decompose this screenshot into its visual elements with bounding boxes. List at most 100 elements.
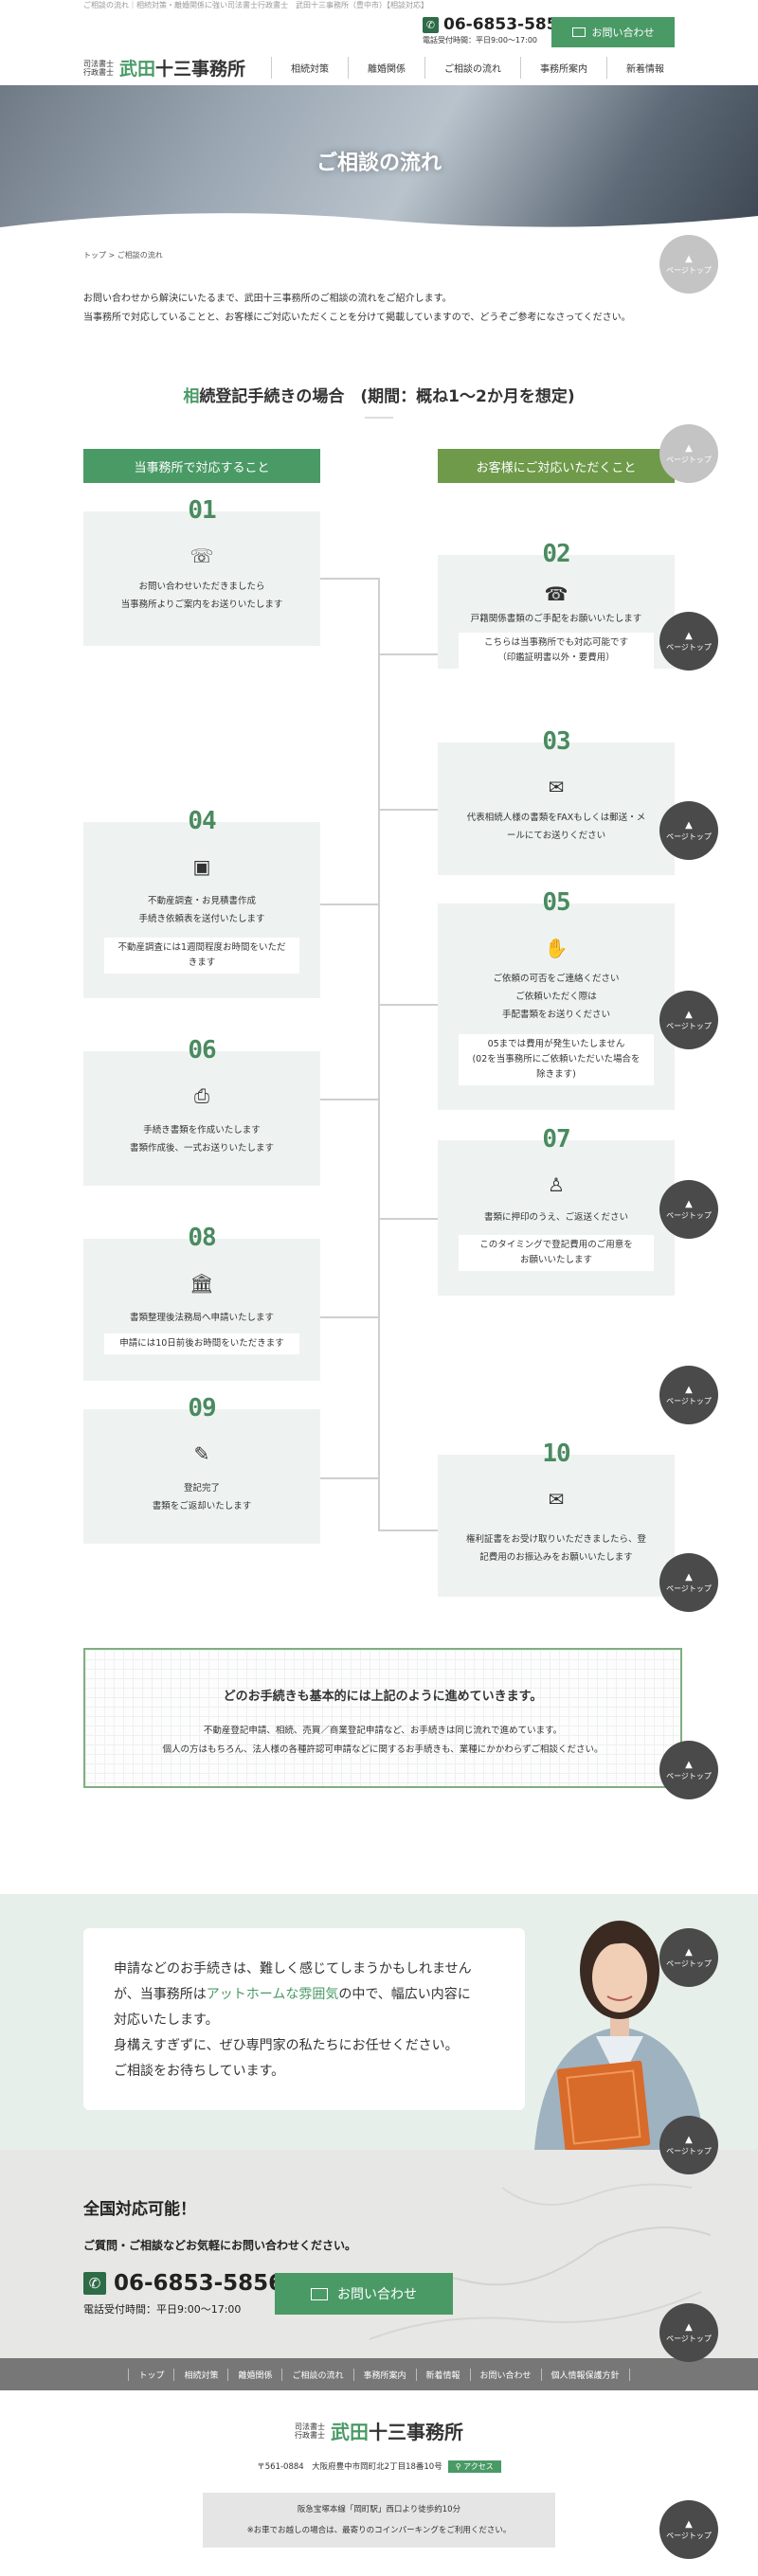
page-top-button[interactable]: ▲ページトップ (659, 1741, 718, 1799)
nav-item-flow[interactable]: ご相談の流れ (424, 57, 520, 79)
footer-link-top[interactable]: トップ (128, 2368, 173, 2381)
flow-connector (378, 809, 438, 811)
arrow-up-icon: ▲ (685, 1947, 693, 1958)
footer-link-flow[interactable]: ご相談の流れ (281, 2368, 352, 2381)
page-top-button[interactable]: ▲ページトップ (659, 1553, 718, 1612)
contact-title: 全国対応可能！ (83, 2200, 196, 2219)
step-number: 10 (542, 1440, 570, 1468)
highlight-text: アットホームな雰囲気 (206, 1987, 339, 2002)
step-note: 不動産調査には1週間程度お時間をいただ きます (104, 938, 299, 974)
flow-step-08: 08 🏛 書類整理後法務局へ申請いたします 申請には10日前後お時間をいただきま… (83, 1224, 320, 1381)
flow-connector (378, 1218, 438, 1220)
intro-text: お問い合わせから解決にいたるまで、武田十三事務所のご相談の流れをご紹介します。 … (83, 294, 631, 323)
footer-link-news[interactable]: 新着情報 (415, 2368, 470, 2381)
printer-icon: ⎙ (194, 1084, 209, 1107)
staff-photo (534, 1921, 705, 2150)
step-number: 08 (188, 1224, 216, 1252)
site-description: ご相談の流れ｜相続対策・離婚関係に強い司法書士行政書士 武田十三事務所（豊中市）… (83, 1, 428, 9)
flow-step-01: 01 ☏ お問い合わせいただきましたら 当事務所よりご案内をお送りいたします (83, 496, 320, 646)
arrow-up-icon: ▲ (685, 1385, 693, 1395)
logo-name: 武田十三事務所 (119, 59, 246, 80)
step-text: 代表相続人様の書類をFAXもしくは郵送・メ ールにてお送りください (466, 813, 646, 841)
page-top-button[interactable]: ▲ページトップ (659, 424, 718, 483)
document-icon: ✉ (548, 1488, 565, 1511)
step-text: 手続き書類を作成いたします 書類作成後、一式お送りいたします (129, 1125, 274, 1154)
arrow-up-icon: ▲ (685, 631, 693, 641)
page-top-button[interactable]: ▲ページトップ (659, 2116, 718, 2174)
step-note: このタイミングで登記費用のご用意を お願いいたします (459, 1235, 654, 1271)
page-top-button[interactable]: ▲ページトップ (659, 2303, 718, 2362)
footer-logo[interactable]: 司法書士行政書士 武田十三事務所 (295, 2421, 463, 2443)
footer-link-divorce[interactable]: 離婚関係 (227, 2368, 281, 2381)
nav-item-inheritance[interactable]: 相続対策 (271, 57, 348, 79)
nav-item-office[interactable]: 事務所案内 (520, 57, 606, 79)
step-note: 申請には10日前後お時間をいただきます (104, 1333, 299, 1354)
page-title: ご相談の流れ (316, 152, 442, 175)
contact-hours: 電話受付時間：平日9:00～17:00 (83, 2303, 242, 2316)
page-top-button[interactable]: ▲ページトップ (659, 1928, 718, 1987)
contact-subtitle: ご質問・ご相談などお気軽にお問い合わせください。 (83, 2239, 357, 2252)
breadcrumb[interactable]: トップ > ご相談の流れ (83, 251, 163, 259)
step-number: 09 (188, 1394, 216, 1422)
contact-phone[interactable]: 06-6853-5856 (114, 2271, 284, 2296)
page-top-button[interactable]: ▲ページトップ (659, 801, 718, 860)
step-number: 03 (542, 727, 570, 756)
header-phone: ✆06-6853-5856 電話受付時間：平日9:00～17:00 (423, 15, 568, 45)
flow-step-05: 05 ✋ ご依頼の可否をご連絡ください ご依頼いただく際は 手配書類をお送りくだ… (438, 888, 675, 1110)
nav-item-divorce[interactable]: 離婚関係 (348, 57, 424, 79)
handshake-icon: ✋ (544, 937, 568, 959)
summary-box: どのお手続きも基本的には上記のように進めていきます。 不動産登記申請、相続、売買… (83, 1648, 682, 1788)
flow-step-07: 07 ♙ 書類に押印のうえ、ご返送ください このタイミングで登記費用のご用意を … (438, 1125, 675, 1296)
step-number: 01 (188, 496, 216, 525)
arrow-up-icon: ▲ (685, 254, 693, 264)
contact-button[interactable]: お問い合わせ (551, 17, 675, 47)
flow-connector (320, 578, 378, 580)
step-number: 07 (542, 1125, 570, 1154)
step-note: こちらは当事務所でも対応可能です （印鑑証明書以外・要費用） (459, 633, 654, 669)
flow-connector (320, 1477, 378, 1479)
summary-body: 不動産登記申請、相続、売買／商業登記申請など、お手続きは同じ流れで進めています。… (162, 1726, 604, 1755)
arrow-up-icon: ▲ (685, 2519, 693, 2530)
contact-cta-button[interactable]: お問い合わせ (275, 2273, 453, 2315)
main-nav: 相続対策 離婚関係 ご相談の流れ 事務所案内 新着情報 (271, 57, 683, 79)
step-text: 書類に押印のうえ、ご返送ください (483, 1212, 628, 1223)
page-top-button[interactable]: ▲ページトップ (659, 1366, 718, 1424)
footer-link-office[interactable]: 事務所案内 (352, 2368, 416, 2381)
flow-step-04: 04 ▣ 不動産調査・お見積書作成 手続き依頼表を送付いたします 不動産調査には… (83, 807, 320, 998)
site-logo[interactable]: 司法書士行政書士 武田十三事務所 (83, 55, 245, 80)
message-text: 申請などのお手続きは、難しく感じてしまうかもしれません が、当事務所はアットホー… (114, 1961, 472, 2079)
page-top-button[interactable]: ▲ページトップ (659, 1180, 718, 1239)
footer-nav: トップ 相続対策 離婚関係 ご相談の流れ 事務所案内 新着情報 お問い合わせ 個… (0, 2358, 758, 2390)
page-top-button[interactable]: ▲ページトップ (659, 235, 718, 294)
footer-link-contact[interactable]: お問い合わせ (469, 2368, 541, 2381)
flow-connector (378, 578, 380, 1530)
message-card: 申請などのお手続きは、難しく感じてしまうかもしれません が、当事務所はアットホー… (83, 1928, 525, 2110)
step-text: お問い合わせいただきましたら 当事務所よりご案内をお送りいたします (120, 581, 283, 610)
phone-number[interactable]: 06-6853-5856 (443, 15, 569, 34)
arrow-up-icon: ▲ (685, 1760, 693, 1770)
access-button[interactable]: ⚲ アクセス (447, 2460, 501, 2473)
page-top-button[interactable]: ▲ページトップ (659, 2500, 718, 2559)
flow-step-06: 06 ⎙ 手続き書類を作成いたします 書類作成後、一式お送りいたします (83, 1036, 320, 1186)
arrow-up-icon: ▲ (685, 820, 693, 831)
fax-icon: ☎ (544, 582, 568, 605)
flow-step-09: 09 ✎ 登記完了 書類をご返却いたします (83, 1394, 320, 1544)
logo-subtitle: 司法書士行政書士 (83, 59, 114, 77)
summary-title: どのお手続きも基本的には上記のように進めていきます。 (223, 1690, 543, 1704)
step-text: ご依頼の可否をご連絡ください ご依頼いただく際は 手配書類をお送りください (493, 974, 620, 1020)
phone-icon: ✆ (83, 2272, 106, 2295)
page-top-button[interactable]: ▲ページトップ (659, 991, 718, 1049)
step-text: 書類整理後法務局へ申請いたします (129, 1313, 274, 1323)
flow-step-02: 02 ☎ 戸籍関係書類のご手配をお願いいたします こちらは当事務所でも対応可能で… (438, 540, 675, 669)
footer-link-inheritance[interactable]: 相続対策 (173, 2368, 227, 2381)
access-info: 阪急宝塚本線「岡町駅」西口より徒歩約10分 ※お車でお越しの場合は、最寄りのコイ… (203, 2493, 555, 2548)
page-top-button[interactable]: ▲ページトップ (659, 612, 718, 671)
phone-hours: 電話受付時間：平日9:00～17:00 (423, 36, 538, 45)
envelope-icon: ✉ (548, 776, 565, 798)
mail-icon (311, 2287, 328, 2300)
footer-link-privacy[interactable]: 個人情報保護方針 (540, 2368, 630, 2381)
stamp-icon: ♙ (548, 1173, 565, 1196)
arrow-up-icon: ▲ (685, 443, 693, 454)
phone-icon: ☏ (190, 545, 214, 567)
nav-item-news[interactable]: 新着情報 (606, 57, 683, 79)
